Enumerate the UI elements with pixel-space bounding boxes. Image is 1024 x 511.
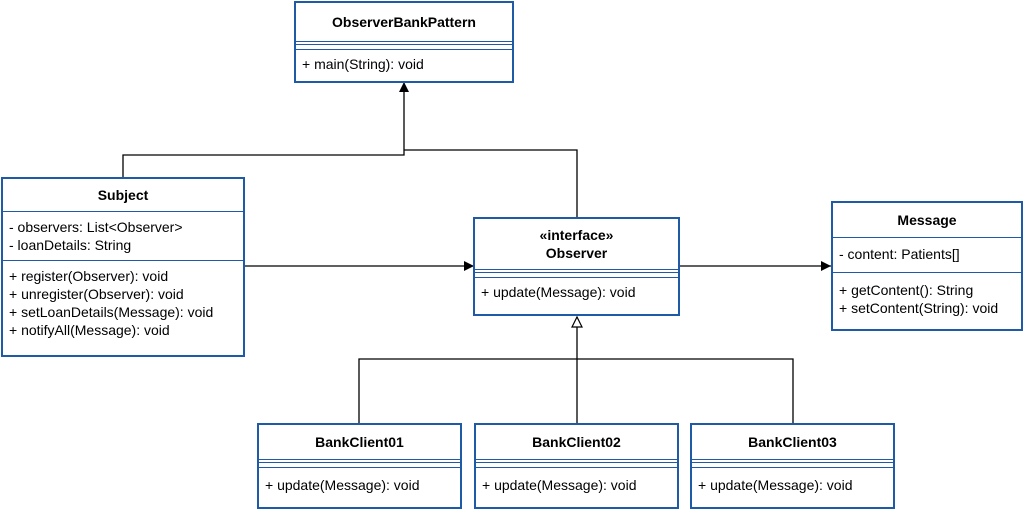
stereotype-label: «interface» <box>539 227 614 243</box>
class-name-observer: «interface» Observer <box>475 219 678 269</box>
attribute-content: - content: Patients[] <box>839 246 960 262</box>
method-update: + update(Message): void <box>265 477 420 493</box>
methods-compartment: + update(Message): void <box>476 468 677 499</box>
class-bank-client-02[interactable]: BankClient02 + update(Message): void <box>474 423 679 509</box>
compartment-divider <box>475 269 678 273</box>
method-register: + register(Observer): void <box>9 268 169 284</box>
method-notify-all: + notifyAll(Message): void <box>9 322 170 338</box>
attribute-loan-details: - loanDetails: String <box>9 237 132 253</box>
class-observer-interface[interactable]: «interface» Observer + update(Message): … <box>473 217 680 316</box>
compartment-divider <box>259 459 460 463</box>
compartment-divider <box>296 49 512 50</box>
class-title: ObserverBankPattern <box>332 14 476 30</box>
connector-observer-to-main <box>404 149 578 217</box>
class-title: Message <box>897 212 957 228</box>
method-unregister: + unregister(Observer): void <box>9 286 184 302</box>
methods-compartment: + getContent(): String + setContent(Stri… <box>833 273 1021 322</box>
class-name-bank-client-03: BankClient03 <box>692 425 893 459</box>
compartment-divider <box>3 260 243 261</box>
class-name-bank-client-02: BankClient02 <box>476 425 677 459</box>
compartment-divider <box>259 467 460 468</box>
method-update: + update(Message): void <box>698 477 853 493</box>
compartment-divider <box>476 459 677 463</box>
connector-subject-to-main <box>122 82 409 177</box>
compartment-divider <box>833 272 1021 273</box>
class-name-observer-bank-pattern: ObserverBankPattern <box>296 3 512 41</box>
class-title: BankClient03 <box>748 434 837 450</box>
compartment-divider <box>692 467 893 468</box>
compartment-divider <box>3 211 243 212</box>
class-observer-bank-pattern[interactable]: ObserverBankPattern + main(String): void <box>294 1 514 83</box>
realization-bankclient01 <box>358 358 577 424</box>
compartment-divider <box>476 467 677 468</box>
compartment-divider <box>475 277 678 278</box>
methods-compartment: + update(Message): void <box>475 278 678 306</box>
compartment-divider <box>296 41 512 45</box>
class-name-bank-client-01: BankClient01 <box>259 425 460 459</box>
class-message[interactable]: Message - content: Patients[] + getConte… <box>831 201 1023 331</box>
compartment-divider <box>692 459 893 463</box>
class-name-message: Message <box>833 203 1021 237</box>
method-update: + update(Message): void <box>481 284 636 300</box>
compartment-divider <box>833 237 1021 238</box>
method-get-content: + getContent(): String <box>839 282 974 298</box>
realization-bankclient03 <box>577 358 794 424</box>
methods-compartment: + main(String): void <box>296 50 512 78</box>
attribute-observers: - observers: List<Observer> <box>9 219 183 235</box>
methods-compartment: + update(Message): void <box>692 468 893 499</box>
method-main: + main(String): void <box>302 56 424 72</box>
class-bank-client-03[interactable]: BankClient03 + update(Message): void <box>690 423 895 509</box>
class-title: BankClient02 <box>532 434 621 450</box>
class-name-subject: Subject <box>3 179 243 211</box>
class-title: Subject <box>97 187 149 203</box>
method-update: + update(Message): void <box>482 477 637 493</box>
attributes-compartment: - content: Patients[] <box>833 238 1021 272</box>
class-bank-client-01[interactable]: BankClient01 + update(Message): void <box>257 423 462 509</box>
attributes-compartment: - observers: List<Observer> - loanDetail… <box>3 212 243 260</box>
method-set-loan-details: + setLoanDetails(Message): void <box>9 304 214 320</box>
methods-compartment: + register(Observer): void + unregister(… <box>3 261 243 344</box>
class-title: BankClient01 <box>315 434 404 450</box>
methods-compartment: + update(Message): void <box>259 468 460 499</box>
method-set-content: + setContent(String): void <box>839 300 999 316</box>
class-title: Observer <box>545 245 608 261</box>
class-subject[interactable]: Subject - observers: List<Observer> - lo… <box>1 177 245 357</box>
